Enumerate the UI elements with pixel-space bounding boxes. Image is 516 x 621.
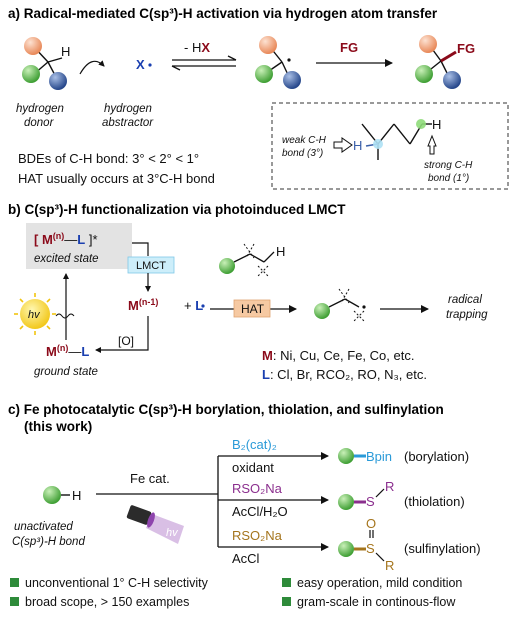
substrate-c-label-line1: unactivated <box>14 521 73 533</box>
radical-dot <box>148 63 152 67</box>
fishhook-arrow <box>79 60 105 75</box>
borylation-product-ball <box>338 448 354 464</box>
product-fg: FG <box>457 41 475 56</box>
thiolation-product-ball <box>338 494 354 510</box>
borylation-name: (borylation) <box>404 449 469 464</box>
borylation-reagent: B₂(cat)₂ <box>232 437 277 452</box>
carbon-radical-dot <box>287 58 291 62</box>
sulfinylation-condition: AcCl <box>232 551 260 566</box>
sulfinylation-product-ball <box>338 541 354 557</box>
section-c-title-line1: c) Fe photocatalytic C(sp³)-H borylation… <box>8 402 444 417</box>
equilibrium-arrow <box>171 55 237 71</box>
ligand-radical: + L <box>184 298 203 313</box>
fe-catalyst-label: Fe cat. <box>130 471 170 486</box>
ligands-list: L: Cl, Br, RCO₂, RO, N₃, etc. <box>262 367 427 382</box>
bullet-marker <box>282 578 291 587</box>
weak-ch-h-atom: H <box>353 138 362 153</box>
green-substituent-ball <box>22 65 40 83</box>
excited-state-label: excited state <box>34 253 99 265</box>
substrate-b-h-atom: H <box>276 244 285 259</box>
fg-arrow-label: FG <box>340 40 358 55</box>
sulfinylation-r-group: R <box>385 558 394 573</box>
substrate-c-ball <box>43 486 61 504</box>
bde-line: BDEs of C-H bond: 3° < 2° < 1° <box>18 151 199 166</box>
bullet-marker <box>10 597 19 606</box>
purple-light-lamp-icon <box>126 505 184 544</box>
ground-state-complex: M(n)—L <box>46 343 89 359</box>
functionalized-product: FG <box>415 35 475 89</box>
donor-h-atom: H <box>61 44 70 59</box>
strong-bond-hollow-arrow <box>427 134 437 155</box>
light-sun-icon <box>14 293 56 335</box>
bullet-marker <box>10 578 19 587</box>
bullet-text: unconventional 1° C-H selectivity <box>25 576 209 590</box>
sulfinylation-r-bond <box>375 552 385 562</box>
ground-state-label: ground state <box>34 366 98 378</box>
radical-b-molecule <box>314 288 366 322</box>
reduced-metal: M(n-1) <box>128 297 158 313</box>
bullet-text: gram-scale in continous-flow <box>297 595 456 609</box>
hv-lamp-label: hv <box>166 527 179 539</box>
radical-x: X <box>136 57 145 72</box>
borylation-condition: oxidant <box>232 460 274 475</box>
excitation-to-lmct-connector <box>132 242 149 256</box>
sulfinylation-name: (sulfinylation) <box>404 541 481 556</box>
thiolation-condition: AcCl/H₂O <box>232 504 288 519</box>
bullet-text: broad scope, > 150 examples <box>25 595 189 609</box>
sulfinylation-oxygen: O <box>366 516 376 531</box>
ligand-radical-dot <box>201 304 205 308</box>
oxidation-label: [O] <box>118 334 134 348</box>
thiolation-reagent: RSO₂Na <box>232 481 283 496</box>
substrate-c-h-atom: H <box>72 488 81 503</box>
hydrogen-donor-molecule: H <box>22 37 70 90</box>
donor-label-line1: hydrogen <box>16 103 64 115</box>
section-b-title: b) C(sp³)-H functionalization via photoi… <box>8 202 346 217</box>
excited-state-complex: [ M(n)—L ]* <box>34 231 98 247</box>
metals-list: M: Ni, Cu, Ce, Fe, Co, etc. <box>262 348 414 363</box>
section-c-title-line2: (this work) <box>24 419 92 434</box>
selectivity-box <box>271 102 509 190</box>
weak-bond-hollow-arrow <box>333 137 353 153</box>
hat-box <box>233 299 271 318</box>
borylation-product-group: Bpin <box>366 449 392 464</box>
abstractor-label-line2: abstractor <box>102 117 154 129</box>
strong-bond-label-line1: strong C-H <box>424 160 473 171</box>
orange-substituent-ball <box>24 37 42 55</box>
thiolation-sulfur: S <box>366 494 375 509</box>
radical-b-dot <box>362 305 366 309</box>
section-a-title: a) Radical-mediated C(sp³)-H activation … <box>8 6 438 21</box>
donor-label-line2: donor <box>24 117 55 129</box>
substrate-b-molecule <box>219 243 275 277</box>
lmct-box <box>127 256 175 274</box>
hat-selectivity-line: HAT usually occurs at 3°C-H bond <box>18 171 215 186</box>
bullet-marker <box>282 597 291 606</box>
lmct-label: LMCT <box>136 260 166 272</box>
strong-bond-label-line2: bond (1°) <box>428 173 469 184</box>
bullet-text: easy operation, mild condition <box>297 576 462 590</box>
oxidation-arrow <box>95 316 149 353</box>
weak-bond-label-line2: bond (3°) <box>282 148 323 159</box>
hv-sun-label: hv <box>28 309 41 321</box>
excited-state-box <box>26 223 132 269</box>
carbon-radical-molecule <box>255 36 301 89</box>
strong-ch-h-atom: H <box>432 117 441 132</box>
thiolation-r-bond <box>375 488 385 498</box>
hat-label: HAT <box>241 302 265 316</box>
thiolation-name: (thiolation) <box>404 494 465 509</box>
radical-trapping-line1: radical <box>448 294 482 306</box>
alkane-skeleton <box>361 119 432 160</box>
abstractor-label-line1: hydrogen <box>104 103 152 115</box>
substrate-c-label-line2: C(sp³)-H bond <box>12 536 85 548</box>
sulfinylation-sulfur: S <box>366 541 375 556</box>
weak-bond-label-line1: weak C-H <box>282 135 327 146</box>
thiolation-r-group: R <box>385 479 394 494</box>
sulfinylation-reagent: RSO₂Na <box>232 528 283 543</box>
blue-substituent-ball <box>49 72 67 90</box>
radical-trapping-line2: trapping <box>446 309 488 321</box>
hat-arrow-label: - HX <box>184 40 210 55</box>
light-wave <box>55 313 75 319</box>
